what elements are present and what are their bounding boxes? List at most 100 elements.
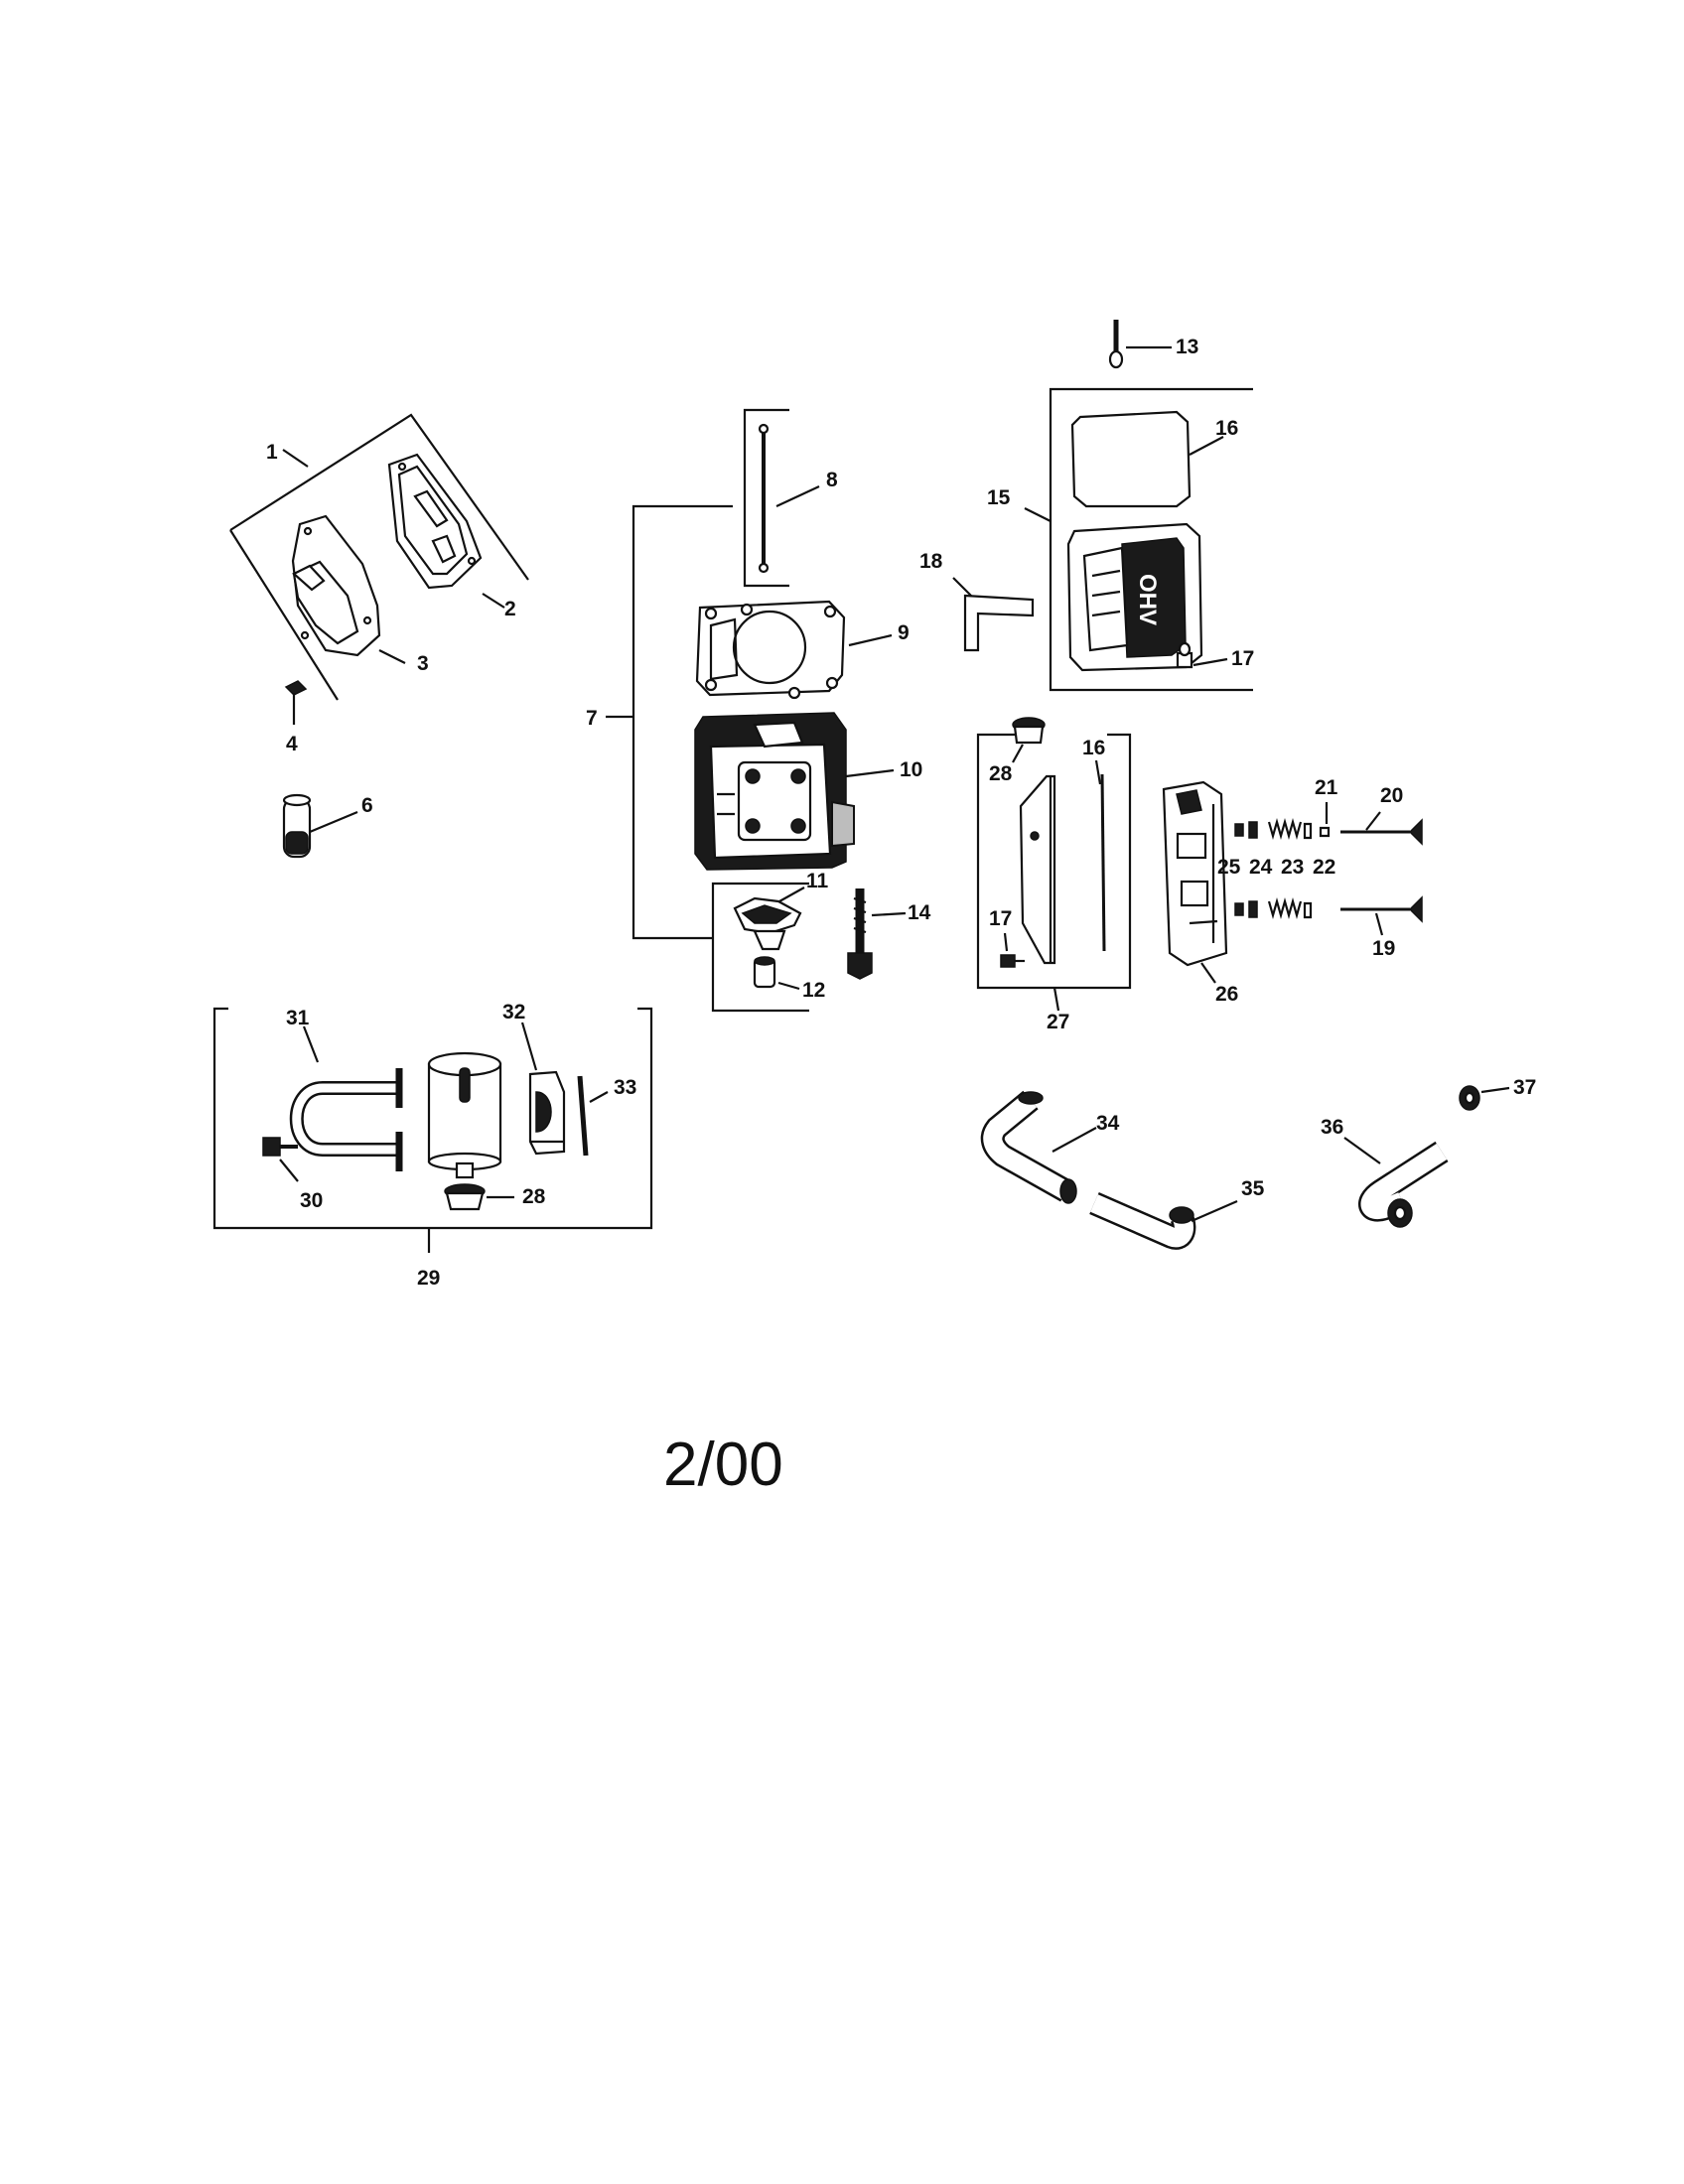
leader-32 (520, 1022, 538, 1071)
grommet-part-28a (1012, 717, 1046, 745)
callout-24: 24 (1249, 856, 1273, 879)
leader-16a (1189, 436, 1224, 456)
mounting-strap-part (289, 1068, 403, 1171)
callout-4: 4 (286, 733, 298, 755)
callout-33: 33 (614, 1076, 636, 1099)
callout-14: 14 (908, 901, 931, 924)
date-code: 2/00 (663, 1431, 783, 1499)
callout-16-plate: 16 (1082, 737, 1105, 759)
callout-30: 30 (300, 1189, 323, 1212)
leader-18 (952, 577, 972, 597)
leader-17a (1193, 657, 1228, 667)
cover-plate-group (976, 717, 1132, 1012)
breather-filter-part (282, 793, 312, 859)
breather-gasket-part (387, 453, 483, 590)
breather-plate-part (1019, 774, 1056, 965)
leader-37 (1480, 1086, 1510, 1094)
valve-train-group (1162, 780, 1423, 984)
lifting-bracket-part (963, 594, 1035, 652)
callout-11: 11 (806, 870, 829, 892)
breather-cover-group (229, 413, 529, 859)
callout-32: 32 (502, 1001, 525, 1024)
callout-29: 29 (417, 1267, 440, 1290)
callout-27: 27 (1047, 1011, 1069, 1033)
group-1-bracket (229, 413, 529, 581)
group-7-bracket (632, 504, 733, 940)
leader-3 (378, 649, 406, 664)
leader-28a (1012, 744, 1024, 763)
lower-valve-components (1234, 895, 1423, 923)
leader-12 (777, 981, 800, 991)
leader-31 (302, 1025, 320, 1063)
hoses-group (980, 1085, 1510, 1250)
leader-1 (282, 449, 309, 468)
hose-part-36 (1358, 1141, 1449, 1228)
callout-22: 22 (1313, 856, 1335, 879)
callout-13: 13 (1176, 336, 1198, 358)
screw-part-4 (284, 680, 308, 725)
callout-25: 25 (1217, 856, 1241, 879)
leader-17b (1003, 932, 1009, 952)
valve-cover-group: OHV (952, 320, 1253, 692)
upper-valve-components (1234, 817, 1423, 846)
leader-27 (1052, 987, 1060, 1012)
filter-bracket-group (212, 1007, 653, 1253)
pushrod-bracket (743, 408, 789, 588)
callout-12: 12 (802, 979, 825, 1002)
leader-6 (309, 810, 358, 834)
callout-20: 20 (1380, 784, 1403, 807)
callout-37: 37 (1513, 1076, 1536, 1099)
leader-9 (848, 633, 893, 647)
callout-26: 26 (1215, 983, 1238, 1006)
callout-35: 35 (1241, 1177, 1265, 1200)
leader-15 (1024, 507, 1052, 522)
leader-26 (1200, 962, 1216, 984)
pivot-part-12 (753, 956, 776, 989)
callout-17-valve-cover: 17 (1231, 647, 1254, 670)
valve-cover-part: OHV (1066, 522, 1203, 672)
callout-31: 31 (286, 1007, 310, 1029)
leader-36 (1343, 1137, 1381, 1164)
ohv-logo-text: OHV (1134, 574, 1161, 625)
leader-19 (1374, 912, 1384, 936)
pushrod-part (758, 423, 770, 574)
callout-labels: 1 2 3 4 6 7 8 9 10 11 12 13 14 15 16 16 … (266, 336, 1536, 1290)
cover-bolt-part-13 (1108, 320, 1124, 369)
leader-33 (589, 1091, 609, 1103)
callout-21: 21 (1315, 776, 1338, 799)
breather-valve-part-17 (1176, 641, 1193, 669)
leader-34 (1052, 1127, 1097, 1153)
leader-2 (482, 593, 505, 609)
callout-34: 34 (1096, 1112, 1120, 1135)
cylinder-block-part-26 (1162, 780, 1228, 967)
rocker-bracket (711, 882, 809, 1013)
leader-16b (1094, 759, 1102, 785)
callout-28-filter: 28 (522, 1185, 546, 1208)
o-ring-part-33 (577, 1075, 589, 1157)
callout-9: 9 (898, 621, 910, 644)
leader-11 (778, 887, 805, 902)
leader-30 (279, 1159, 299, 1182)
leader-8 (775, 485, 820, 507)
oil-filter-part (427, 1051, 502, 1179)
hose-part-34 (980, 1090, 1077, 1204)
callout-2: 2 (504, 598, 516, 620)
head-gasket-part (695, 600, 846, 700)
callout-7: 7 (586, 707, 598, 730)
cylinder-head-part (694, 712, 855, 871)
leader-10 (845, 768, 895, 778)
leader-35 (1191, 1199, 1238, 1223)
group-29-bracket (212, 1007, 653, 1230)
leader-14 (871, 911, 907, 917)
screw-part-17b (1000, 954, 1025, 968)
rocker-arm-part (733, 896, 802, 951)
leader-20 (1365, 811, 1381, 831)
cylinder-head-group (606, 408, 907, 1013)
gasket-part-16b (1100, 773, 1106, 952)
group-27-bracket (976, 733, 1132, 990)
hose-part-35 (1089, 1191, 1196, 1250)
adapter-part-32 (528, 1070, 566, 1156)
callout-1: 1 (266, 441, 278, 464)
